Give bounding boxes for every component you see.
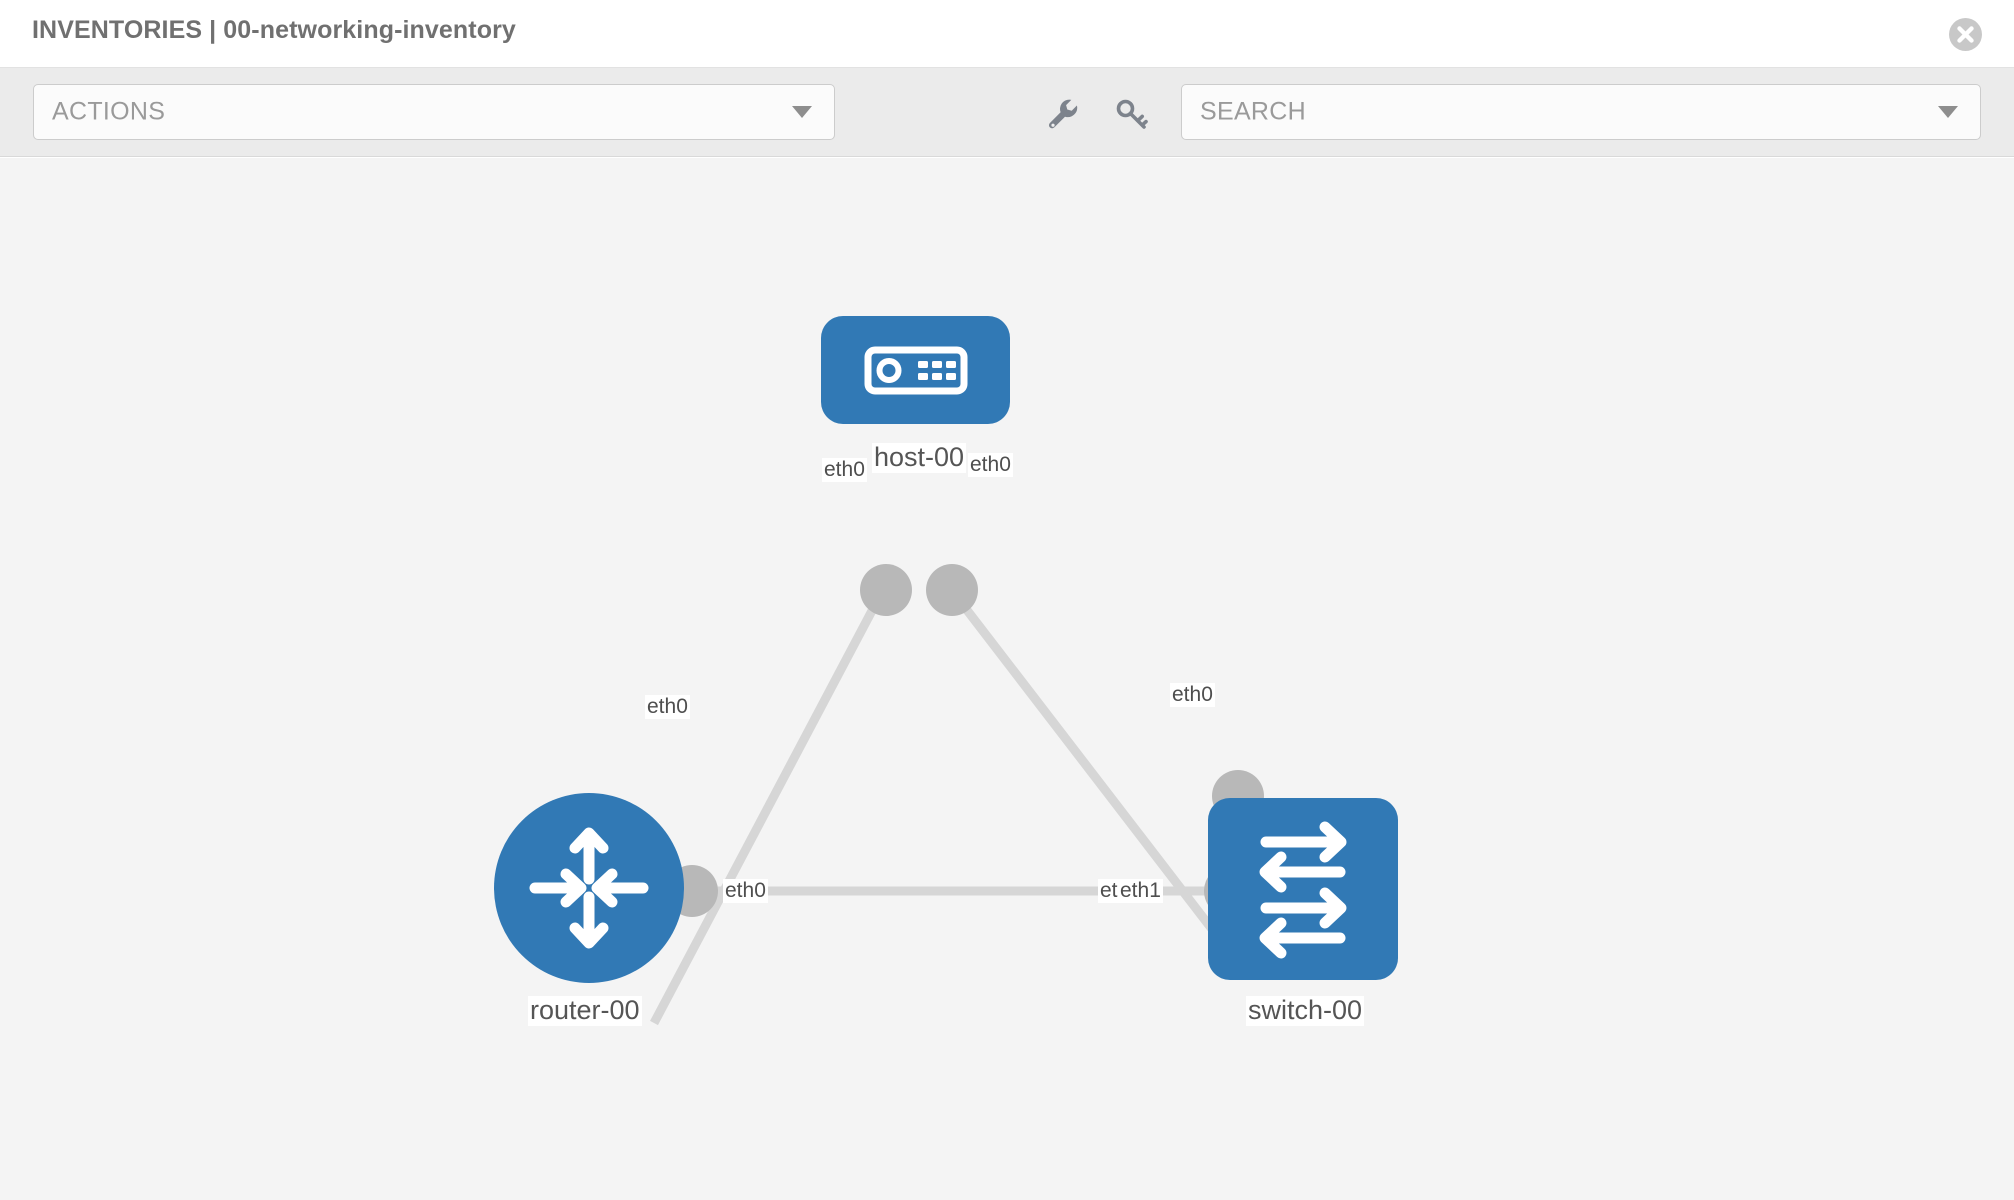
page-title: INVENTORIES | 00-networking-inventory: [32, 16, 516, 44]
edge-label-host-left: eth0: [822, 458, 867, 483]
switch-arrows-icon: [1259, 821, 1347, 959]
node-host-00-label: host-00: [872, 442, 967, 473]
node-switch-00[interactable]: [1208, 798, 1398, 980]
node-switch-00-shape[interactable]: [1208, 798, 1398, 980]
edge-label-router-up: eth0: [645, 695, 690, 720]
router-arrows-icon: [529, 827, 649, 949]
edge-label-switch-up: eth0: [1170, 683, 1215, 708]
node-host-00[interactable]: [821, 316, 1010, 424]
topology-canvas[interactable]: host-00: [0, 158, 2014, 1200]
search-input[interactable]: SEARCH: [1181, 84, 1981, 140]
actions-dropdown-label: ACTIONS: [52, 97, 166, 126]
topology-edges: [650, 564, 1264, 1026]
chevron-down-icon: [792, 106, 812, 118]
node-switch-00-label: switch-00: [1246, 995, 1365, 1026]
connector-nub-host-left: [860, 564, 912, 616]
edge-label-host-right: eth0: [968, 453, 1013, 478]
close-icon[interactable]: [1949, 18, 1982, 51]
actions-dropdown[interactable]: ACTIONS: [33, 84, 835, 140]
chevron-down-icon[interactable]: [1938, 106, 1958, 118]
edge-label-router-right: eth0: [723, 879, 768, 904]
node-router-00[interactable]: [494, 793, 684, 983]
node-host-00-shape[interactable]: [821, 316, 1010, 424]
edge-label-switch-left: eth1: [1118, 879, 1163, 904]
node-router-00-shape[interactable]: [494, 793, 684, 983]
wrench-icon[interactable]: [1046, 96, 1082, 132]
page-header: INVENTORIES | 00-networking-inventory: [0, 0, 2014, 68]
edge-host-switch: [946, 585, 1242, 966]
key-icon[interactable]: [1113, 96, 1149, 132]
search-placeholder: SEARCH: [1200, 97, 1306, 126]
node-router-00-label: router-00: [528, 995, 642, 1026]
connector-nub-host-right: [926, 564, 978, 616]
edge-host-router: [650, 585, 888, 1026]
server-device-icon: [864, 346, 968, 395]
